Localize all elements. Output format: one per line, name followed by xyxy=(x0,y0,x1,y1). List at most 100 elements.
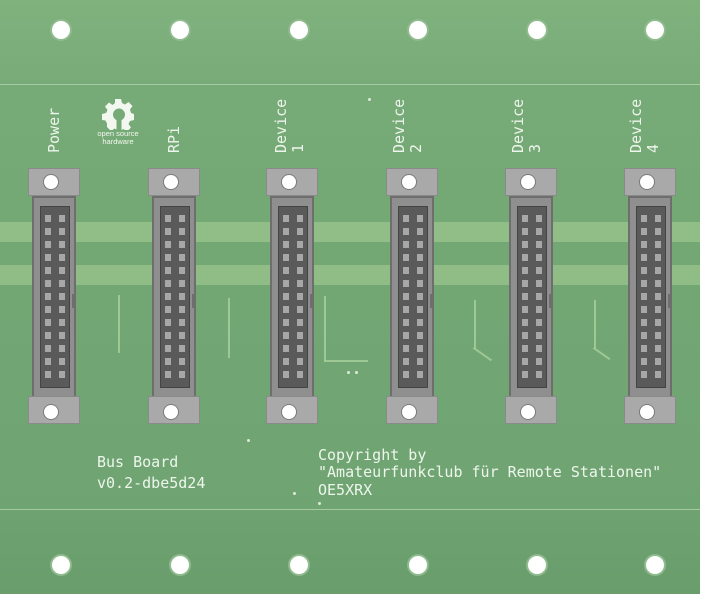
pin xyxy=(165,332,171,339)
connector-cavity xyxy=(517,206,547,388)
pin-row xyxy=(283,371,303,378)
pin xyxy=(536,293,542,300)
pin-row xyxy=(45,241,65,248)
pin-row xyxy=(283,254,303,261)
connector-key-notch xyxy=(549,294,553,308)
via xyxy=(347,371,350,374)
pin-row xyxy=(522,306,542,313)
connector-mount-hole xyxy=(44,405,58,419)
pin xyxy=(297,332,303,339)
pin xyxy=(417,215,423,222)
pin-row xyxy=(165,254,185,261)
pin-row xyxy=(641,280,661,287)
pin-row xyxy=(165,293,185,300)
pin xyxy=(59,267,65,274)
mounting-hole xyxy=(290,21,308,39)
via xyxy=(318,502,321,505)
pin-row xyxy=(641,306,661,313)
pin xyxy=(522,319,528,326)
pin xyxy=(403,280,409,287)
pin xyxy=(536,267,542,274)
trace xyxy=(592,347,611,361)
board-title: Bus Board xyxy=(97,453,179,471)
trace xyxy=(472,347,493,362)
pin-row xyxy=(45,280,65,287)
mounting-hole xyxy=(171,556,189,574)
pin xyxy=(641,228,647,235)
pin xyxy=(179,215,185,222)
mounting-hole xyxy=(528,556,546,574)
pin-row xyxy=(45,293,65,300)
box-header-connector xyxy=(386,168,438,426)
pin-row xyxy=(403,332,423,339)
pin-row xyxy=(641,371,661,378)
pin-row xyxy=(283,280,303,287)
connector-mount-hole xyxy=(282,175,296,189)
pin xyxy=(522,241,528,248)
pin xyxy=(522,358,528,365)
pin xyxy=(283,332,289,339)
via xyxy=(368,98,371,101)
box-header-connector xyxy=(505,168,557,426)
pin xyxy=(641,345,647,352)
pin-row xyxy=(403,215,423,222)
pin xyxy=(417,319,423,326)
pin-row xyxy=(165,319,185,326)
pin xyxy=(403,254,409,261)
pin xyxy=(641,267,647,274)
pin xyxy=(641,215,647,222)
connector-mount-hole xyxy=(44,175,58,189)
board-version: v0.2-dbe5d24 xyxy=(97,474,206,492)
pin xyxy=(165,228,171,235)
pin xyxy=(536,280,542,287)
connector-mount-hole xyxy=(164,405,178,419)
connector-ear xyxy=(386,396,438,424)
pin-row xyxy=(403,267,423,274)
pin xyxy=(283,241,289,248)
pin xyxy=(283,306,289,313)
connector-mount-hole xyxy=(402,175,416,189)
mounting-hole xyxy=(646,556,664,574)
connector-shroud xyxy=(628,196,672,398)
pin xyxy=(179,332,185,339)
pin-row xyxy=(165,332,185,339)
pin xyxy=(417,306,423,313)
pin xyxy=(179,241,185,248)
pin xyxy=(655,306,661,313)
trace xyxy=(594,300,596,348)
connector-mount-hole xyxy=(640,405,654,419)
bus-trace-band xyxy=(0,222,700,242)
pin xyxy=(165,267,171,274)
connector-ear xyxy=(386,168,438,196)
pin xyxy=(45,280,51,287)
mounting-hole xyxy=(528,21,546,39)
pin-row xyxy=(641,215,661,222)
pin xyxy=(641,254,647,261)
pin xyxy=(283,254,289,261)
pin xyxy=(59,332,65,339)
pin-row xyxy=(45,215,65,222)
pin-row xyxy=(45,332,65,339)
pin xyxy=(59,228,65,235)
pin xyxy=(45,267,51,274)
pin-row xyxy=(641,358,661,365)
connector-mount-hole xyxy=(282,405,296,419)
pin xyxy=(283,358,289,365)
trace xyxy=(474,300,476,348)
pin-row xyxy=(522,241,542,248)
pin-row xyxy=(403,306,423,313)
connector-ear xyxy=(28,396,80,424)
pin xyxy=(641,332,647,339)
pin-row xyxy=(403,241,423,248)
pin xyxy=(403,241,409,248)
pin-row xyxy=(522,319,542,326)
pin xyxy=(45,332,51,339)
pin xyxy=(522,267,528,274)
pin-row xyxy=(165,358,185,365)
pin xyxy=(417,345,423,352)
pin-row xyxy=(283,215,303,222)
connector-cavity xyxy=(278,206,308,388)
pin xyxy=(165,241,171,248)
pin-row xyxy=(641,332,661,339)
pin xyxy=(283,345,289,352)
